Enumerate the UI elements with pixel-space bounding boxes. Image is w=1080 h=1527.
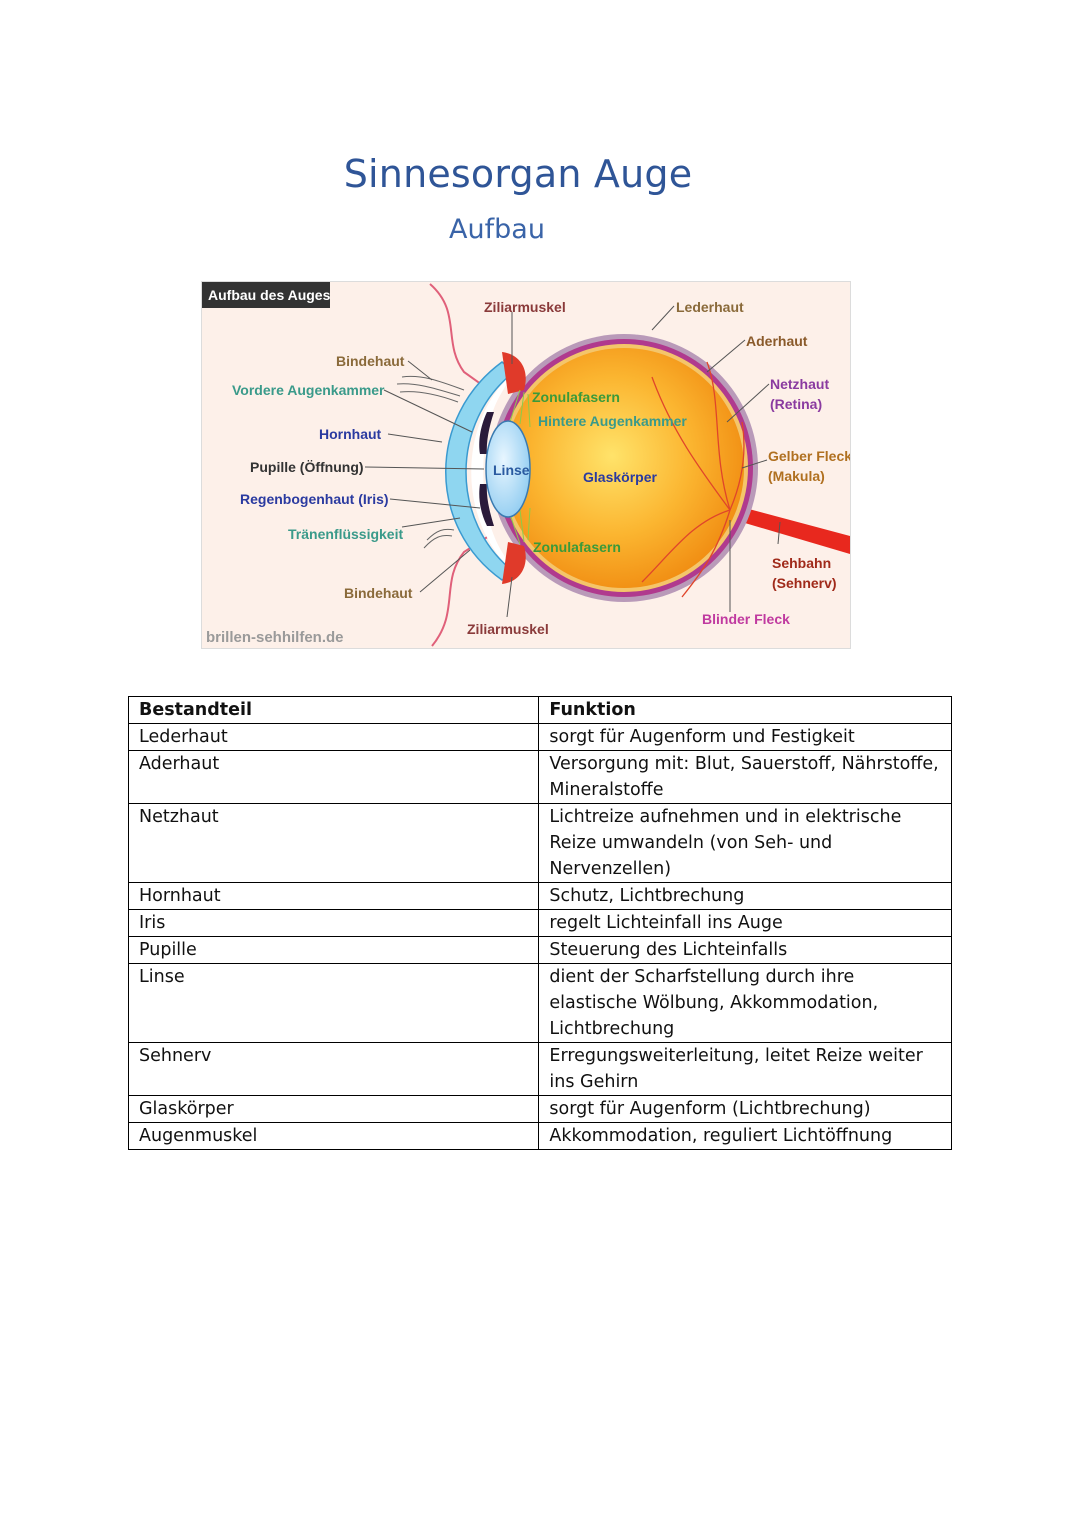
part-cell: Pupille [127,936,540,964]
function-cell: regelt Lichteinfall ins Auge [538,909,952,937]
label-traenenfluessigkeit: Tränenflüssigkeit [288,526,403,542]
table-row: Sehnerv Erregungsweiterleitung, leitet R… [127,1042,952,1096]
leader-lines [364,305,781,618]
retinal-vessels [641,361,745,598]
ciliary-muscle-top [502,352,526,394]
function-cell: Erregungsweiterleitung, leitet Reize wei… [538,1042,952,1096]
caption-box [202,282,330,308]
lens [485,420,531,518]
part-cell: Linse [127,963,540,1043]
optic-nerve [728,504,850,554]
part-cell: Sehnerv [127,1042,540,1096]
table-row: Pupille Steuerung des Lichteinfalls [127,936,952,964]
part-cell: Augenmuskel [127,1122,540,1150]
label-ziliarmuskel-top: Ziliarmuskel [484,299,566,315]
label-zonulafasern-bottom: Zonulafasern [533,539,621,555]
label-vordere-augenkammer: Vordere Augenkammer [232,382,385,398]
parts-table: Bestandteil Funktion Lederhaut sorgt für… [127,696,952,1150]
label-lederhaut: Lederhaut [676,299,744,315]
label-hintere-augenkammer: Hintere Augenkammer [538,413,687,429]
function-cell: sorgt für Augenform und Festigkeit [538,723,952,751]
part-cell: Glaskörper [127,1095,540,1123]
table-row: Linse dient der Scharfstellung durch ihr… [127,963,952,1043]
eye-diagram-svg: Aufbau des Auges Ziliarmuskel Lederhaut … [202,282,850,647]
zonular-fibers [509,389,531,545]
part-cell: Hornhaut [127,882,540,910]
function-cell: sorgt für Augenform (Lichtbrechung) [538,1095,952,1123]
function-cell: Steuerung des Lichteinfalls [538,936,952,964]
label-hornhaut: Hornhaut [319,426,382,442]
label-ziliarmuskel-bottom: Ziliarmuskel [467,621,549,637]
anterior-chamber [471,372,514,572]
label-zonulafasern-top: Zonulafasern [532,389,620,405]
figure-caption: Aufbau des Auges [208,287,331,303]
figure-source: brillen-sehhilfen.de [206,629,344,646]
table-row: Iris regelt Lichteinfall ins Auge [127,909,952,937]
table-header-row: Bestandteil Funktion [127,696,952,724]
table-row: Lederhaut sorgt für Augenform und Festig… [127,723,952,751]
label-linse: Linse [493,462,530,478]
label-sehnerv: (Sehnerv) [772,575,837,591]
label-netzhaut: Netzhaut [770,376,829,392]
label-pupille: Pupille (Öffnung) [250,459,364,475]
label-retina: (Retina) [770,396,822,412]
ciliary-muscle-bottom [502,542,526,584]
table-row: Aderhaut Versorgung mit: Blut, Sauerstof… [127,750,952,804]
label-aderhaut: Aderhaut [746,333,808,349]
part-cell: Iris [127,909,540,937]
page-title: Sinnesorgan Auge [343,152,693,196]
label-blinder-fleck: Blinder Fleck [702,611,790,627]
table-row: Netzhaut Lichtreize aufnehmen und in ele… [127,803,952,883]
vitreous-body [504,348,744,588]
table-row: Glaskörper sorgt für Augenform (Lichtbre… [127,1095,952,1123]
label-sehbahn: Sehbahn [772,555,831,571]
eye-diagram: Aufbau des Auges Ziliarmuskel Lederhaut … [201,281,851,649]
eyelashes [396,375,465,549]
label-bindehaut-bottom: Bindehaut [344,585,413,601]
column-header-bestandteil: Bestandteil [127,696,540,724]
function-cell: dient der Scharfstellung durch ihre elas… [538,963,952,1043]
table-row: Augenmuskel Akkommodation, reguliert Lic… [127,1122,952,1150]
function-cell: Akkommodation, reguliert Lichtöffnung [538,1122,952,1150]
function-cell: Schutz, Lichtbrechung [538,882,952,910]
label-gelber-fleck: Gelber Fleck [768,448,850,464]
part-cell: Netzhaut [127,803,540,883]
table-row: Hornhaut Schutz, Lichtbrechung [127,882,952,910]
label-bindehaut-top: Bindehaut [336,353,405,369]
iris-top [479,412,494,454]
skin-contour [429,283,493,647]
label-makula: (Makula) [768,468,825,484]
page-subtitle: Aufbau [449,214,545,245]
column-header-funktion: Funktion [538,696,952,724]
part-cell: Lederhaut [127,723,540,751]
label-glaskoerper: Glaskörper [583,469,657,485]
function-cell: Versorgung mit: Blut, Sauerstoff, Nährst… [538,750,952,804]
label-regenbogenhaut: Regenbogenhaut (Iris) [240,491,389,507]
iris-bottom [479,484,494,526]
part-cell: Aderhaut [127,750,540,804]
function-cell: Lichtreize aufnehmen und in elektrische … [538,803,952,883]
